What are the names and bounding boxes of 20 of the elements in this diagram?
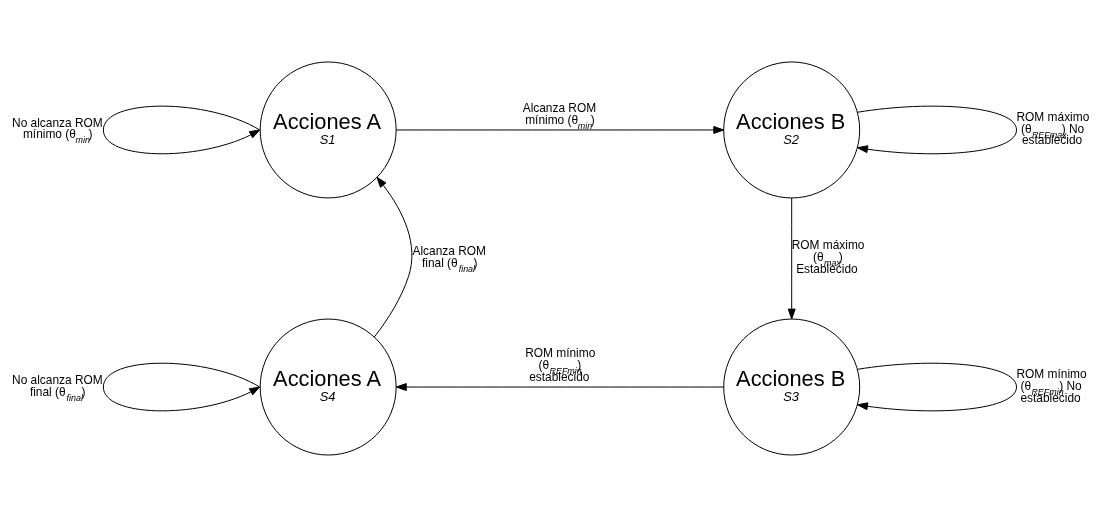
edge-label: No alcanza ROM final (θ$_{final}$): [12, 372, 103, 403]
arrow: [373, 176, 413, 338]
arrow: [857, 105, 1017, 155]
edge-label: ROM mínimo (θ$_{REFmin}$) No establecido: [1016, 366, 1087, 405]
arrow: [102, 105, 261, 155]
arrow: [857, 362, 1017, 412]
edge-label: ROM máximo (θ$_{max}$) Establecido: [791, 238, 865, 276]
arrow: [102, 362, 261, 412]
arrow: [787, 197, 796, 320]
edge-label: Alcanza ROM final (θ$_{final}$): [412, 244, 486, 275]
node-circle: Acciones B S2: [723, 61, 861, 199]
node-circle: Acciones A S1: [259, 61, 397, 199]
edge-label: Alcanza ROM mínimo (θ$_{min}$): [522, 100, 597, 131]
edge-label: ROM mínimo (θ$_{REFmin}$) establecido: [525, 345, 596, 384]
edge-label: No alcanza ROM mínimo (θ$_{min}$): [12, 115, 103, 146]
arrow: [395, 126, 725, 134]
arrow: [395, 383, 725, 391]
node-circle: Acciones B S3: [723, 318, 861, 456]
edge-label: ROM máximo (θ$_{REFmax}$) No establecido: [1016, 109, 1090, 148]
node-circle: Acciones A S4: [259, 318, 397, 456]
